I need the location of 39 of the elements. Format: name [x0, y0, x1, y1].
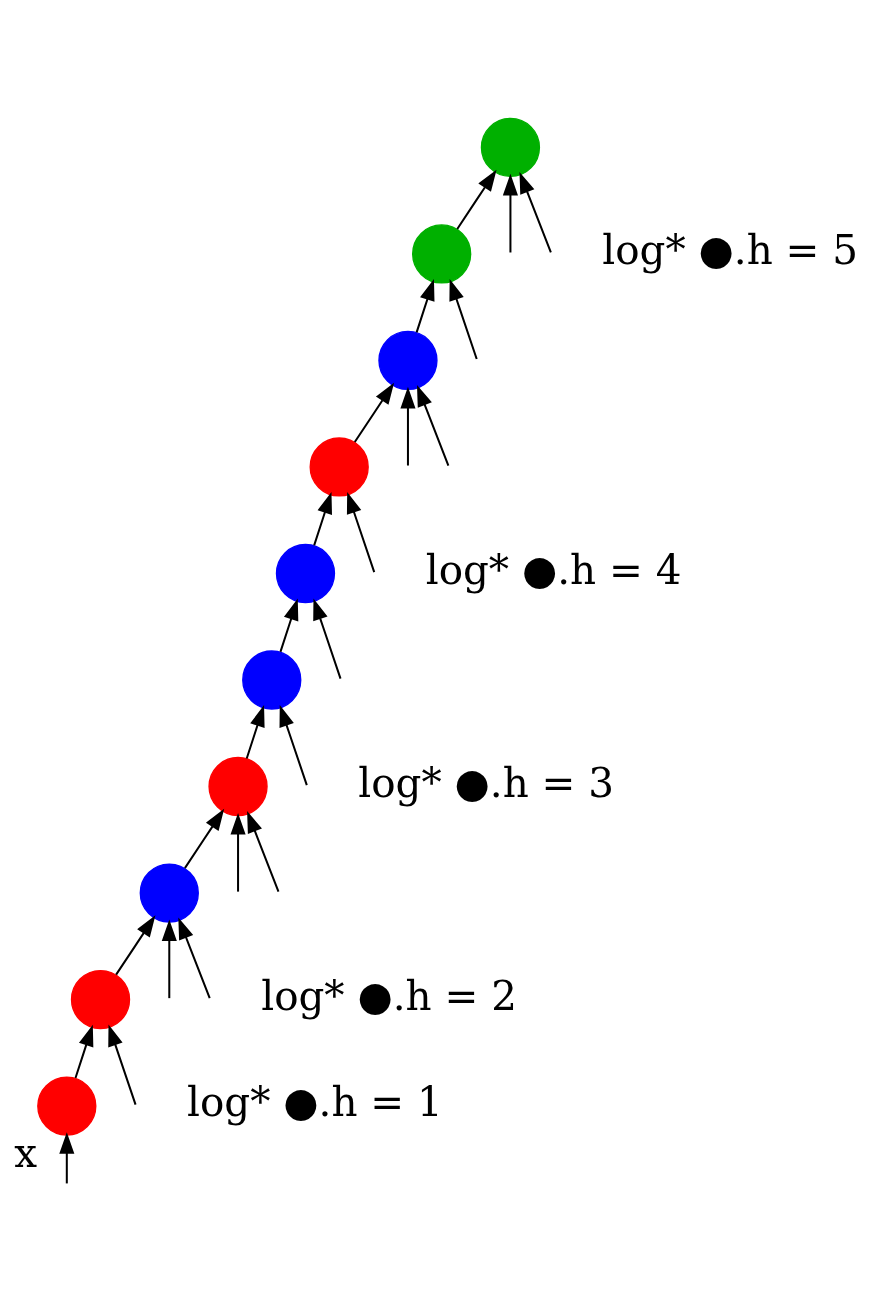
arrow — [519, 171, 552, 253]
arrow — [178, 917, 211, 999]
node-circle — [412, 224, 472, 284]
arrow — [59, 1132, 75, 1184]
node-circle — [309, 437, 369, 497]
label: log* ●.h = 5 — [602, 226, 859, 275]
node-circle — [139, 863, 199, 923]
label: log* ●.h = 2 — [261, 971, 517, 1020]
node-circle — [275, 543, 336, 604]
node-label: x — [14, 1129, 38, 1178]
arrow — [353, 382, 395, 443]
arrow — [449, 278, 478, 360]
arrow — [456, 169, 497, 230]
label: log* ●.h = 1 — [187, 1078, 443, 1127]
arrow — [415, 279, 435, 333]
arrow — [184, 808, 225, 869]
arrow — [245, 705, 265, 759]
arrow — [400, 386, 416, 466]
node-circle — [208, 756, 268, 817]
label: log* ●.h = 3 — [358, 758, 615, 807]
arrow — [313, 492, 332, 546]
arrow — [502, 173, 518, 253]
node-circle — [480, 117, 541, 178]
node-circle — [37, 1076, 97, 1136]
arrow — [279, 598, 299, 653]
node-circle — [242, 650, 302, 710]
arrow — [108, 1024, 137, 1105]
arrow — [346, 491, 376, 573]
arrow — [416, 384, 450, 466]
arrow — [74, 1024, 94, 1079]
label: log* ●.h = 4 — [425, 545, 682, 594]
arrow — [161, 919, 177, 999]
node-circle — [70, 969, 131, 1030]
arrow — [230, 812, 246, 892]
arrow — [115, 915, 156, 976]
arrow — [247, 811, 280, 892]
arrow — [313, 598, 342, 679]
node-circle — [378, 330, 438, 391]
arrow — [279, 705, 308, 786]
